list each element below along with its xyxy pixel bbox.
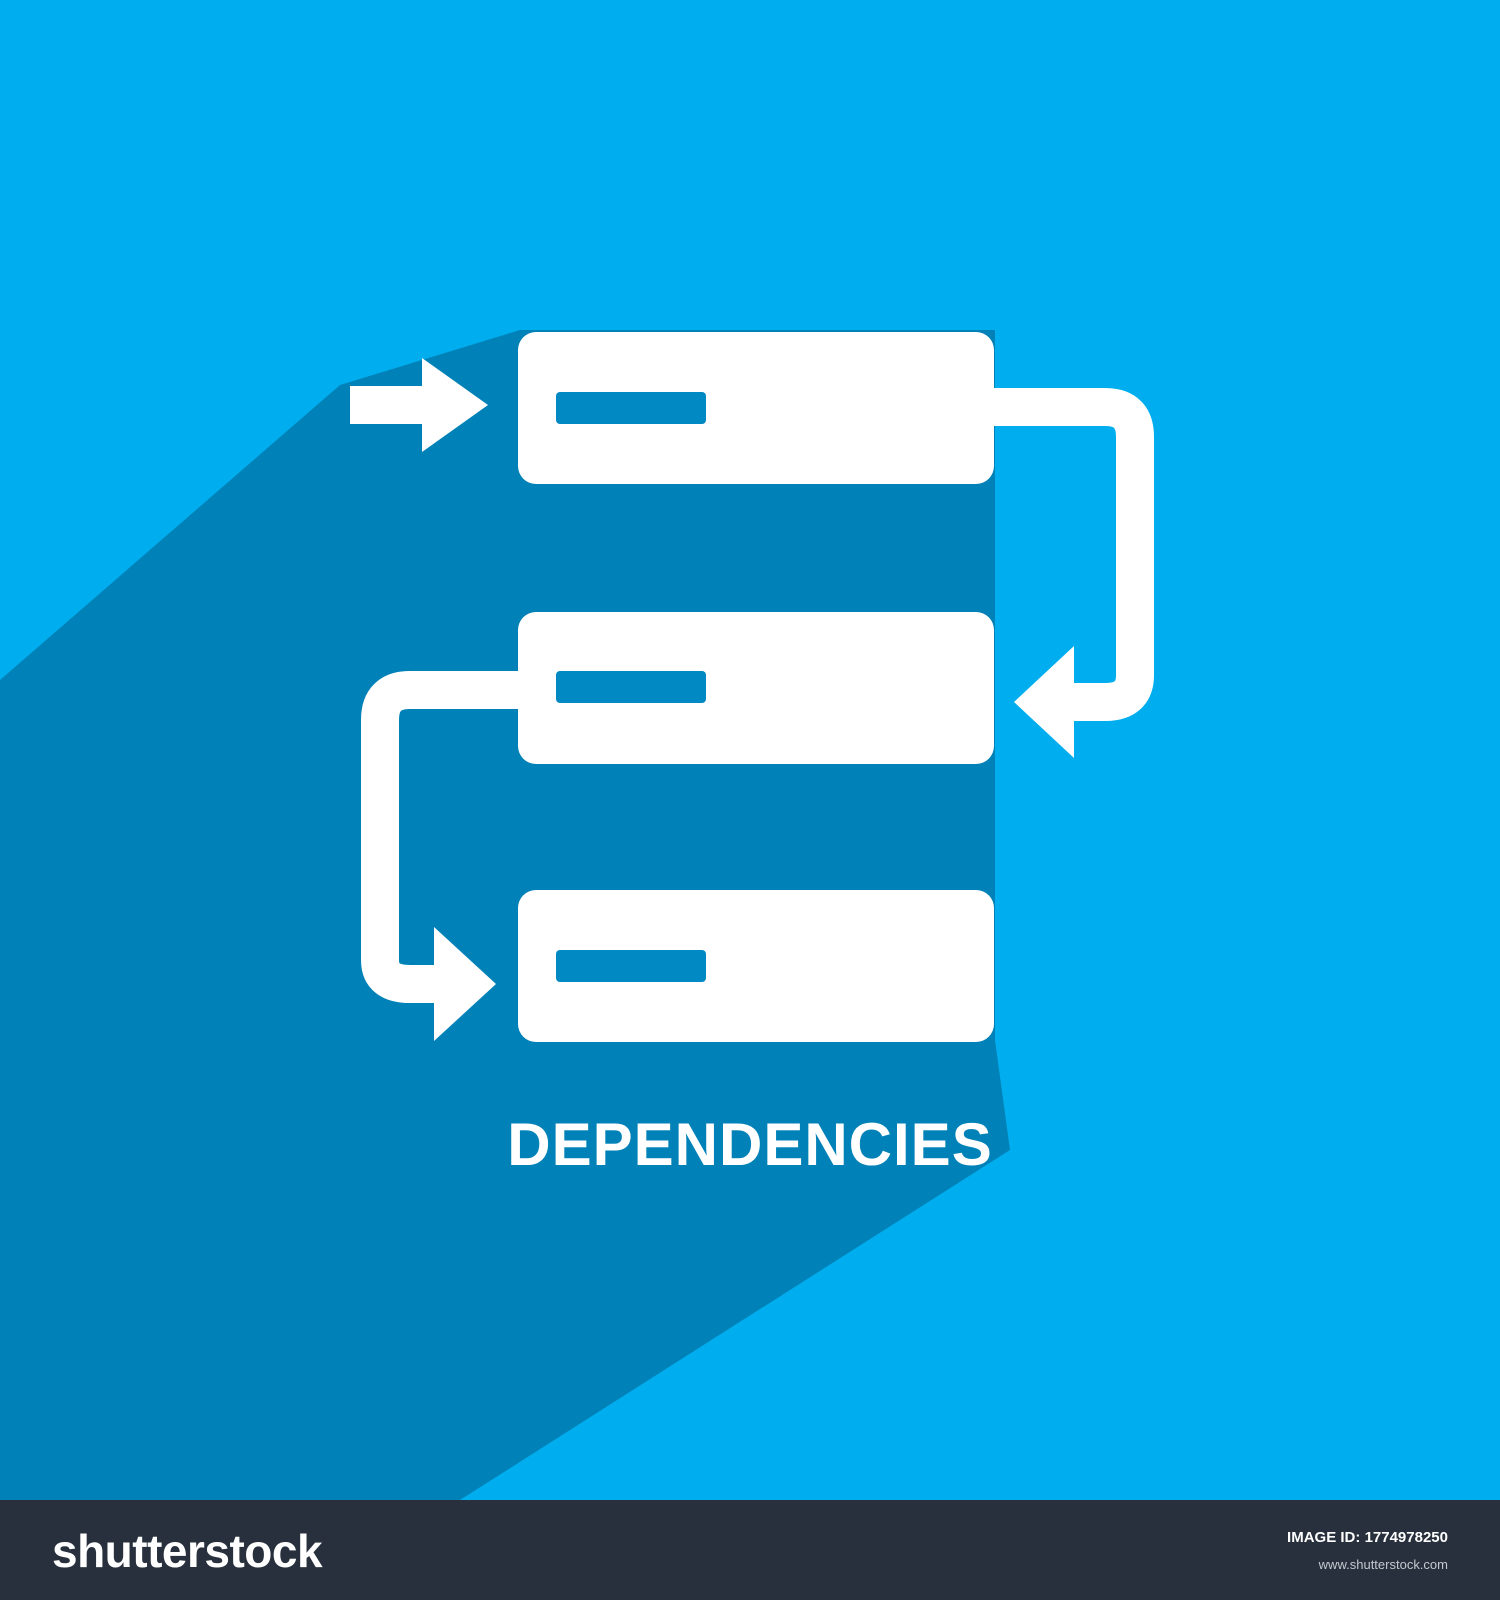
connector-arrow-left-icon (361, 671, 520, 1041)
process-box-3 (518, 890, 994, 1042)
connector-arrow-right-icon (990, 388, 1154, 758)
shutterstock-logo[interactable]: shutterstock (52, 1525, 323, 1577)
image-id-value: 1774978250 (1364, 1529, 1448, 1546)
stock-footer-bar: shutterstock IMAGE ID: 1774978250 www.sh… (0, 1500, 1500, 1600)
image-id-label: IMAGE ID: (1287, 1529, 1361, 1546)
process-box-1 (518, 332, 994, 484)
process-box-2 (518, 612, 994, 764)
dependencies-illustration: DEPENDENCIES (0, 330, 1154, 1500)
entry-arrow-icon (350, 358, 488, 452)
flowchart-dependencies-icon (0, 330, 1154, 1500)
caption-title: DEPENDENCIES (507, 1111, 993, 1178)
image-id: IMAGE ID: 1774978250 (1287, 1528, 1448, 1548)
footer-url[interactable]: www.shutterstock.com (1318, 1557, 1448, 1572)
